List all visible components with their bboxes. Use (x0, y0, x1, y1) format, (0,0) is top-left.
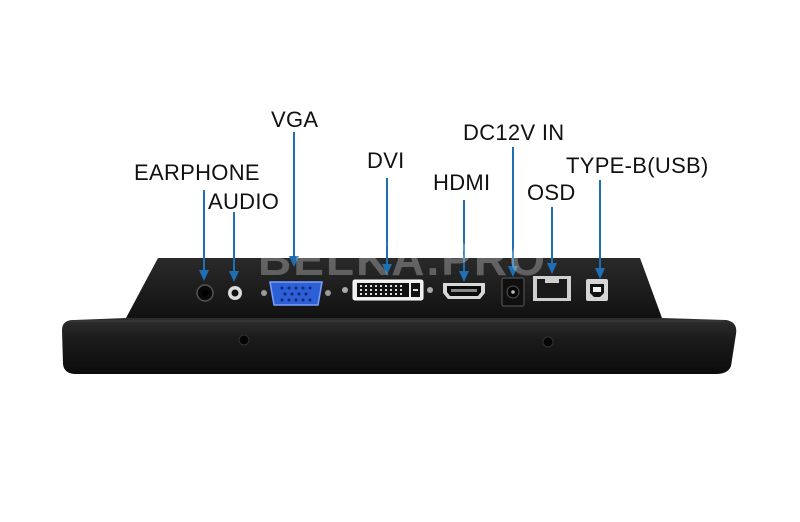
label-hdmi: HDMI (433, 170, 491, 195)
label-vga: VGA (271, 107, 319, 132)
label-audio: AUDIO (208, 189, 280, 214)
label-dc12v-in: DC12V IN (463, 120, 565, 145)
hdmi-port (443, 283, 485, 299)
dc-power-port (501, 277, 525, 307)
label-osd: OSD (527, 180, 576, 205)
audio-port (228, 286, 242, 300)
label-earphone: EARPHONE (134, 160, 260, 185)
label-type-b-usb: TYPE-B(USB) (566, 153, 709, 178)
screw-hole-right (542, 336, 554, 348)
watermark: BELKA.PRO (258, 233, 547, 285)
usb-type-b-port (586, 279, 608, 301)
osd-port (533, 276, 571, 301)
earphone-port (196, 284, 214, 302)
vga-port (261, 281, 331, 306)
screw-hole-left (238, 334, 250, 346)
label-dvi: DVI (367, 148, 405, 173)
dvi-port (342, 279, 433, 301)
callout-lines (199, 132, 605, 282)
